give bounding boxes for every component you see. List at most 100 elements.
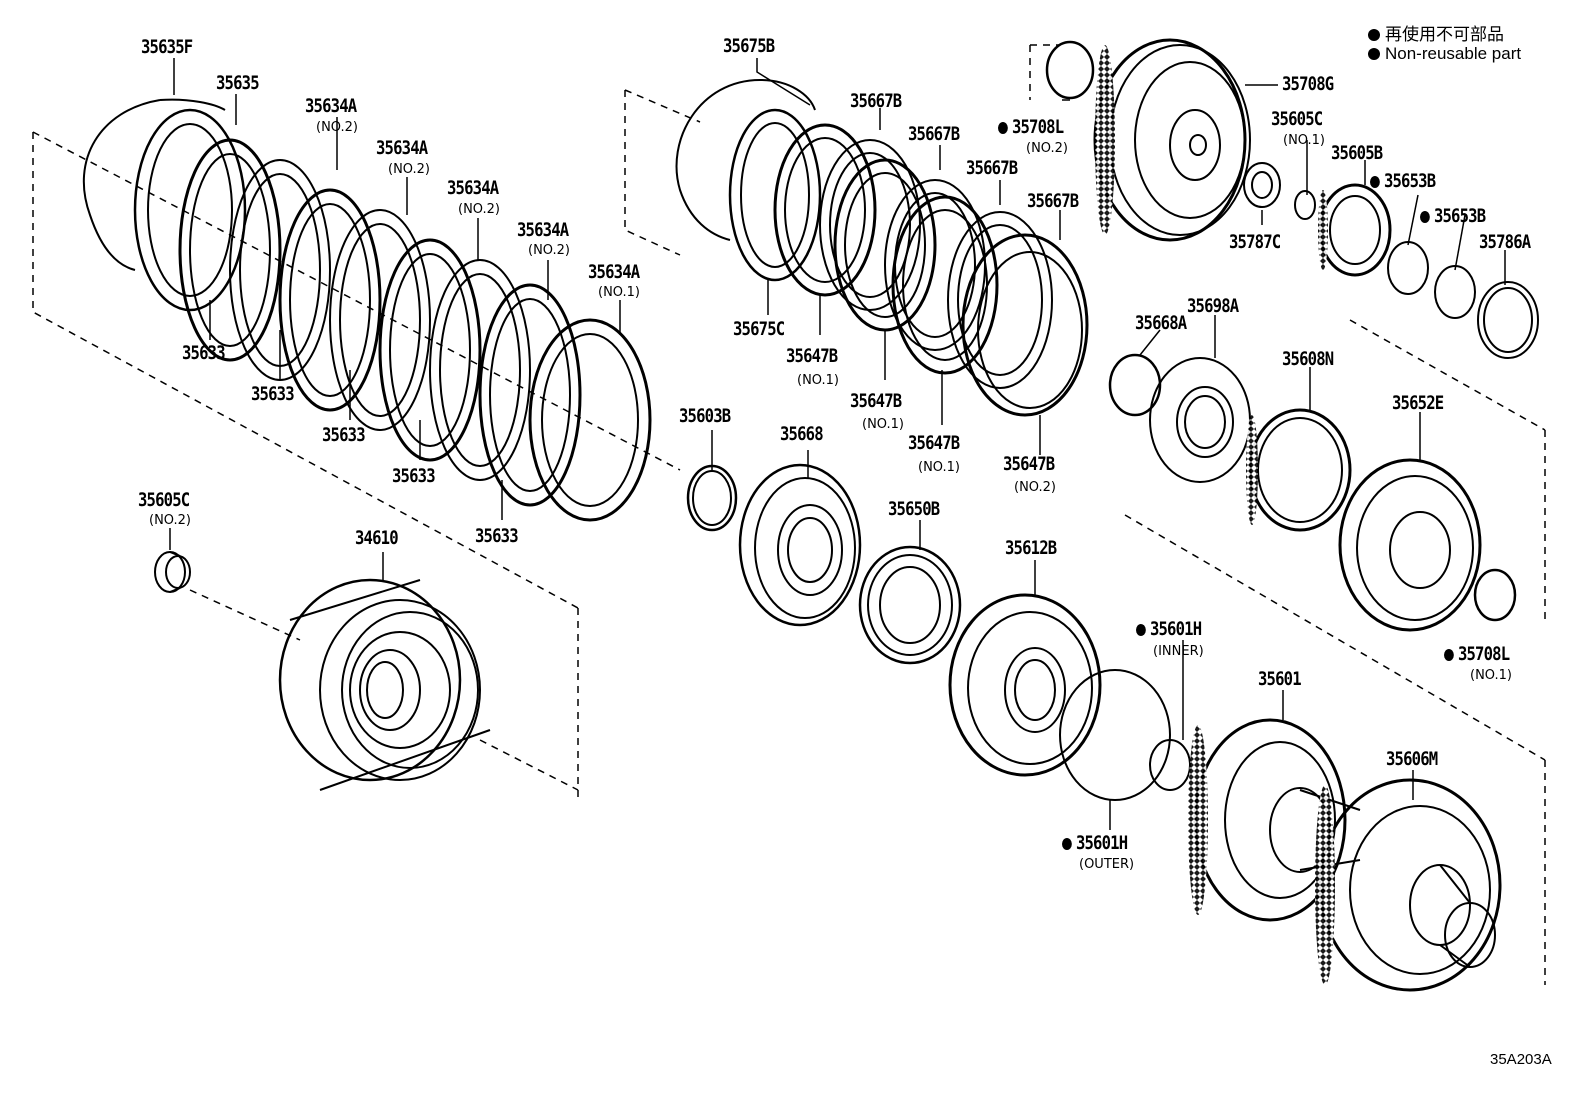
part-label[interactable]: 35675C — [733, 318, 785, 340]
part-label[interactable]: 35650B — [888, 498, 940, 520]
part-label[interactable]: 35635F — [141, 36, 193, 58]
figure-id: 35A203A — [1490, 1051, 1552, 1068]
part-label[interactable]: 35675B — [723, 35, 775, 57]
washer-35786a-inner — [1483, 287, 1533, 353]
part-label[interactable]: 35635 — [216, 72, 260, 94]
clutch-discs-middle — [773, 123, 1089, 417]
part-sublabel: (NO.2) — [388, 162, 430, 177]
part-label[interactable]: 35633 — [251, 383, 295, 405]
part-label[interactable]: 35634A — [305, 95, 357, 117]
right-group-outline — [1029, 44, 1546, 985]
seal-ring-35653b-b — [1434, 265, 1476, 319]
ring-35668a — [1108, 353, 1162, 417]
gear-35601 — [1193, 718, 1361, 922]
bushing-35605c-no1 — [1294, 190, 1316, 220]
part-label[interactable]: 35667B — [1027, 190, 1079, 212]
snap-ring-35675b — [675, 79, 816, 241]
part-label[interactable]: 35633 — [392, 465, 436, 487]
part-label[interactable]: 35633 — [322, 424, 366, 446]
nonreusable-dot-icon — [1370, 176, 1380, 188]
bullet-icon — [1368, 48, 1380, 60]
part-label[interactable]: 35603B — [679, 405, 731, 427]
part-label[interactable]: 35608N — [1282, 348, 1334, 370]
part-label-nonreusable[interactable]: 35708L — [1444, 643, 1510, 665]
legend-line-english: Non-reusable part — [1368, 44, 1521, 64]
washer-35787c-inner — [1251, 171, 1273, 199]
part-label[interactable]: 35647B — [908, 432, 960, 454]
part-sublabel: (NO.1) — [1470, 668, 1512, 683]
part-label[interactable]: 35606M — [1386, 748, 1438, 770]
part-label[interactable]: 35668 — [780, 423, 824, 445]
clutch-drum-35708g — [1093, 38, 1251, 242]
part-label[interactable]: 35634A — [517, 219, 569, 241]
part-label[interactable]: 35601 — [1258, 668, 1302, 690]
part-label-nonreusable[interactable]: 35708L — [998, 116, 1064, 138]
part-label[interactable]: 35667B — [908, 123, 960, 145]
part-label[interactable]: 35633 — [182, 342, 226, 364]
part-sublabel: (NO.1) — [862, 417, 904, 432]
part-sublabel: (NO.2) — [1014, 480, 1056, 495]
part-sublabel: (NO.1) — [598, 285, 640, 300]
part-label[interactable]: 35634A — [588, 261, 640, 283]
part-label[interactable]: 35605B — [1331, 142, 1383, 164]
clutch-drum-34610 — [278, 578, 491, 791]
bearing-35605b — [1318, 183, 1392, 277]
spring-retainer-35650b — [858, 545, 962, 665]
seal-ring-35708l-no2 — [1045, 40, 1095, 100]
ring-35603b — [686, 464, 738, 532]
part-label[interactable]: 35698A — [1187, 295, 1239, 317]
part-sublabel: (NO.1) — [797, 373, 839, 388]
part-label[interactable]: 35647B — [1003, 453, 1055, 475]
washer-35787c — [1243, 162, 1281, 208]
drum-axis-line — [479, 739, 579, 791]
part-label[interactable]: 35647B — [786, 345, 838, 367]
part-label[interactable]: 34610 — [355, 527, 399, 549]
clutch-discs-left — [178, 138, 652, 522]
part-sublabel: (NO.2) — [149, 513, 191, 528]
part-label[interactable]: 35667B — [966, 157, 1018, 179]
piston-35698a — [1149, 357, 1251, 483]
bullet-icon — [1368, 29, 1380, 41]
part-label[interactable]: 35633 — [475, 525, 519, 547]
flange-plate-35635 — [133, 108, 247, 312]
nonreusable-dot-icon — [1420, 211, 1430, 223]
part-label[interactable]: 35605C — [138, 489, 190, 511]
middle-group-outline — [624, 89, 701, 256]
bushing-35605c-no2 — [154, 551, 191, 593]
clutch-hub-35612b — [948, 593, 1102, 777]
part-label[interactable]: 35605C — [1271, 108, 1323, 130]
part-sublabel: (NO.1) — [918, 460, 960, 475]
left-group-outline — [32, 131, 681, 800]
part-label[interactable]: 35647B — [850, 390, 902, 412]
part-sublabel: (OUTER) — [1079, 857, 1135, 872]
nonreusable-dot-icon — [1136, 624, 1146, 636]
part-label[interactable]: 35787C — [1229, 231, 1281, 253]
part-label[interactable]: 35708G — [1282, 73, 1334, 95]
ring-35603b-inner — [692, 470, 732, 526]
leader-lines — [169, 58, 1506, 830]
part-label[interactable]: 35668A — [1135, 312, 1187, 334]
part-label[interactable]: 35634A — [447, 177, 499, 199]
part-label-nonreusable[interactable]: 35601H — [1062, 832, 1128, 854]
bearing-35608n — [1248, 408, 1352, 532]
part-sublabel: (NO.2) — [458, 202, 500, 217]
part-label-nonreusable[interactable]: 35653B — [1370, 170, 1436, 192]
part-label[interactable]: 35652E — [1392, 392, 1444, 414]
part-label-nonreusable[interactable]: 35601H — [1136, 618, 1202, 640]
part-label[interactable]: 35634A — [376, 137, 428, 159]
part-label[interactable]: 35786A — [1479, 231, 1531, 253]
gear-teeth — [1095, 45, 1335, 985]
part-sublabel: (NO.2) — [316, 120, 358, 135]
part-label-nonreusable[interactable]: 35653B — [1420, 205, 1486, 227]
piston-35668 — [738, 463, 862, 627]
part-sublabel: (NO.2) — [1026, 141, 1068, 156]
part-label[interactable]: 35612B — [1005, 537, 1057, 559]
part-label[interactable]: 35667B — [850, 90, 902, 112]
nonreusable-dot-icon — [1062, 838, 1072, 850]
clutch-hub-35652e — [1338, 458, 1482, 632]
legend-line-japanese: 再使用不可部品 — [1368, 20, 1504, 45]
part-sublabel: (INNER) — [1153, 644, 1204, 659]
nonreusable-dot-icon — [1444, 649, 1454, 661]
washer-35786a — [1477, 281, 1539, 359]
